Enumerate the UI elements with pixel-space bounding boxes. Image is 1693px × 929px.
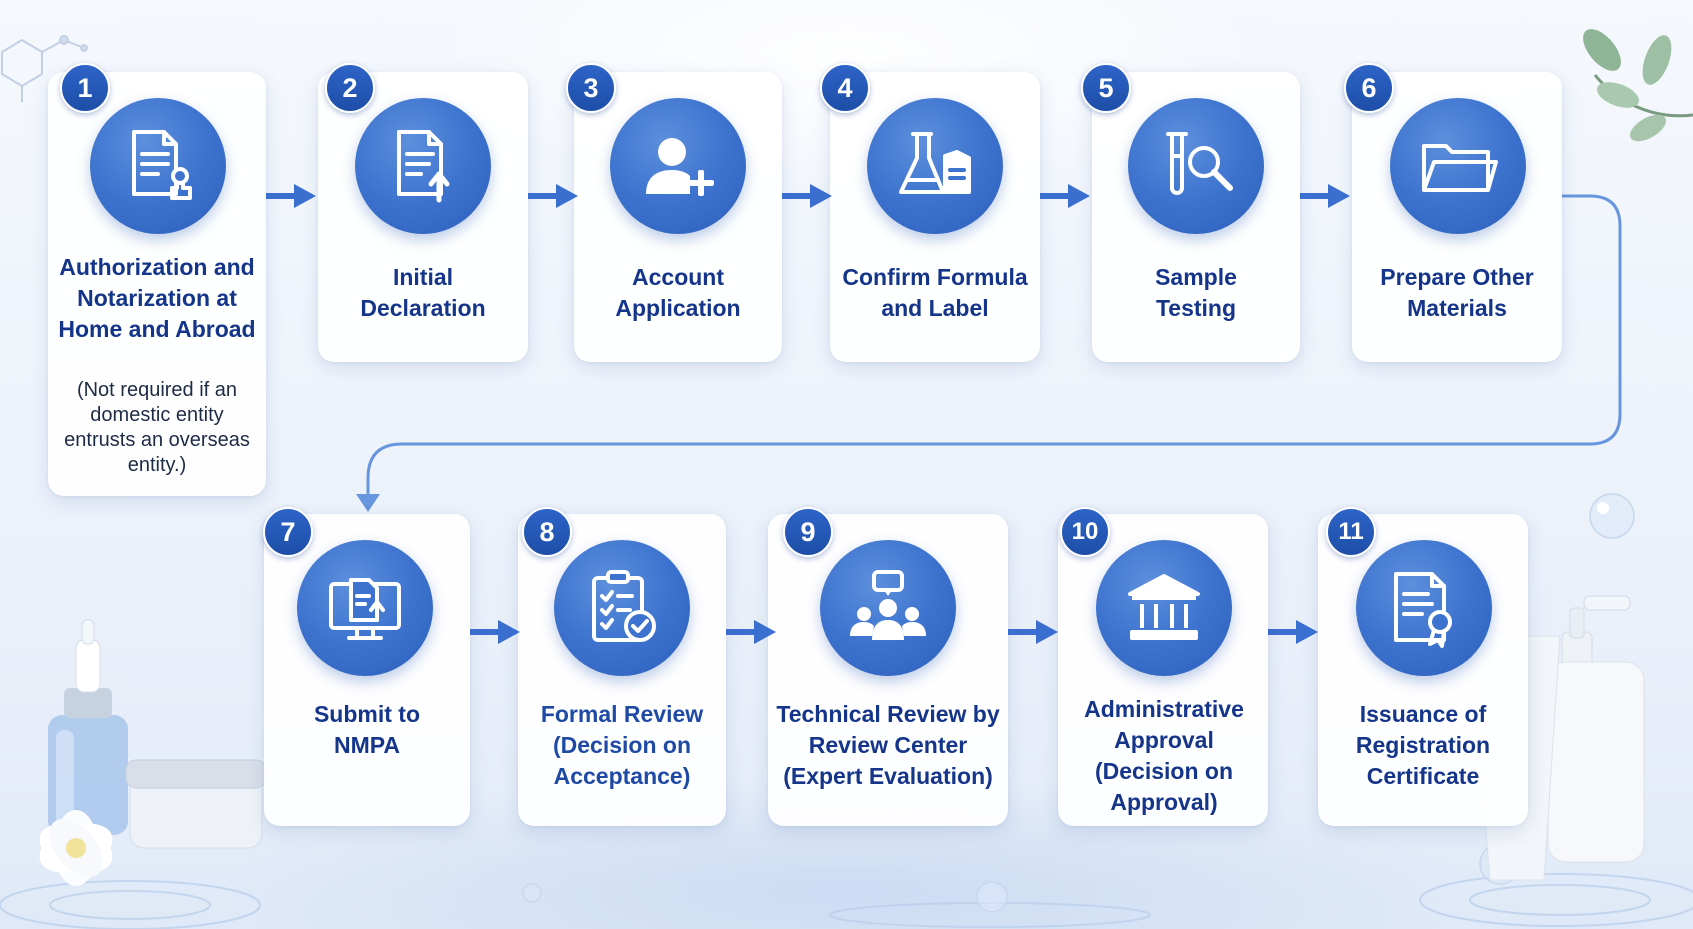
step-number-badge: 8 [522, 507, 572, 557]
monitor-upload-icon [297, 540, 433, 676]
step-title: Submit to NMPA [313, 701, 421, 758]
step-title: Authorization and Notarization at Home a… [58, 254, 256, 342]
step-note: (Not required if an domestic entity entr… [64, 379, 250, 476]
step-title: Administrative Approval (Decision on App… [1084, 696, 1244, 815]
flow-arrow [528, 184, 578, 208]
step-title: Issuance of Registration Certificate [1355, 701, 1491, 789]
step-number-badge: 10 [1060, 507, 1110, 557]
flow-arrow [266, 184, 316, 208]
step-number-badge: 6 [1344, 63, 1394, 113]
step-title: Sample Testing [1155, 264, 1237, 321]
step-number-badge: 11 [1326, 507, 1376, 557]
document-upload-icon [355, 98, 491, 234]
step-number-badge: 5 [1081, 63, 1131, 113]
test-tube-magnifier-icon [1128, 98, 1264, 234]
flow-arrow [1300, 184, 1350, 208]
clipboard-check-icon [554, 540, 690, 676]
step-title: Technical Review by Review Center (Exper… [776, 701, 1000, 789]
flask-label-icon [867, 98, 1003, 234]
flow-arrow [782, 184, 832, 208]
user-add-icon [610, 98, 746, 234]
step-number-badge: 1 [60, 63, 110, 113]
step-number-badge: 7 [263, 507, 313, 557]
step-number-badge: 9 [783, 507, 833, 557]
flow-arrow [1040, 184, 1090, 208]
document-stamp-icon [90, 98, 226, 234]
flow-arrow [1008, 620, 1058, 644]
flow-arrow [1268, 620, 1318, 644]
step-title: Account Application [615, 264, 741, 321]
flow-arrow [470, 620, 520, 644]
step-title: Initial Declaration [360, 264, 486, 321]
step-title: Formal Review (Decision on Acceptance) [540, 701, 704, 789]
step-number-badge: 2 [325, 63, 375, 113]
step-title: Confirm Formula and Label [842, 264, 1028, 321]
government-building-icon [1096, 540, 1232, 676]
flow-arrow [726, 620, 776, 644]
certificate-icon [1356, 540, 1492, 676]
step-title: Prepare Other Materials [1380, 264, 1534, 321]
folder-icon [1390, 98, 1526, 234]
step-number-badge: 4 [820, 63, 870, 113]
step-number-badge: 3 [566, 63, 616, 113]
expert-group-icon [820, 540, 956, 676]
